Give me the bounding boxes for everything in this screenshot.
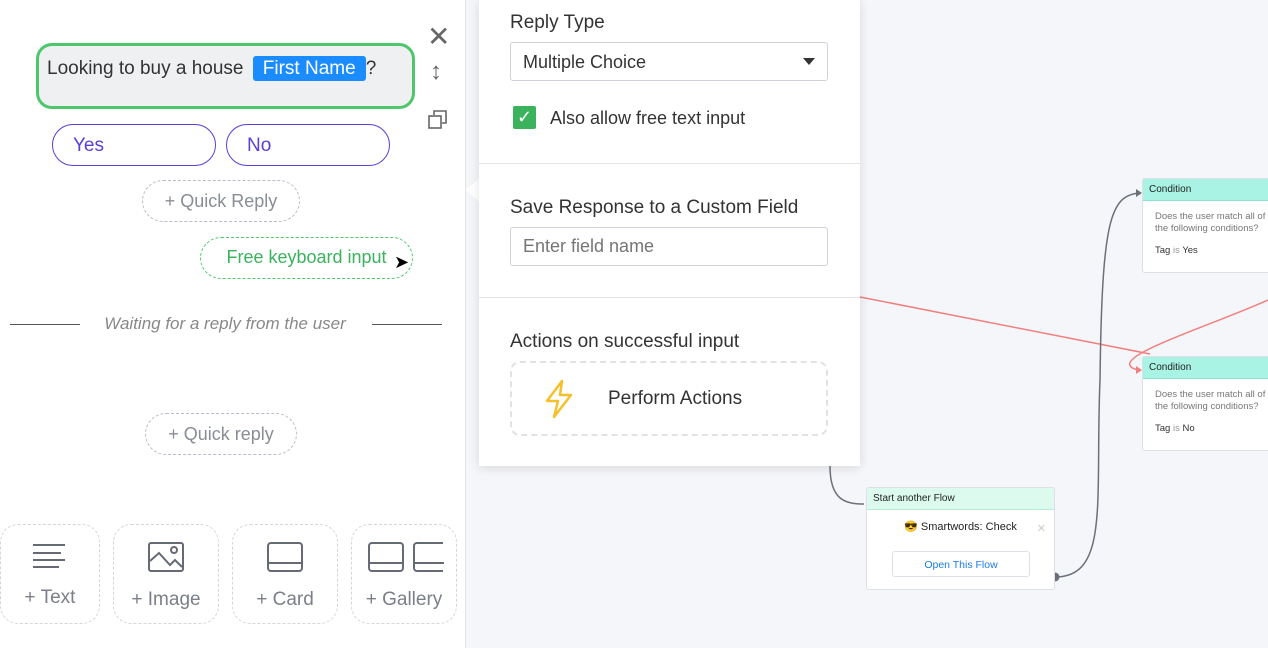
add-quick-reply-button[interactable]: + Quick Reply (142, 180, 300, 222)
arrow-icon (1136, 189, 1142, 197)
tile-label: + Gallery (365, 589, 443, 610)
move-icon[interactable]: ↕ (430, 58, 442, 85)
actions-label: Actions on successful input (510, 331, 740, 352)
message-editor: Looking to buy a house First Name? ✕ ↕ Y… (0, 0, 466, 648)
add-gallery-tile[interactable]: + Gallery (351, 524, 457, 624)
lightning-icon (545, 379, 573, 419)
divider (10, 324, 80, 325)
close-icon[interactable]: ✕ (427, 21, 451, 52)
connector-line (829, 465, 865, 505)
save-response-label: Save Response to a Custom Field (510, 197, 799, 218)
perform-actions-button[interactable]: Perform Actions (510, 361, 828, 436)
tile-label: + Text (24, 587, 76, 608)
custom-field-input[interactable] (510, 227, 828, 266)
arrow-icon (1136, 366, 1142, 374)
add-image-tile[interactable]: + Image (113, 524, 219, 624)
rule-key: Tag (1155, 423, 1171, 434)
waiting-text: Waiting for a reply from the user (104, 314, 346, 333)
card-icon (267, 542, 303, 572)
connector-line (1054, 192, 1141, 578)
reply-type-label: Reply Type (510, 12, 605, 33)
rule-key: Tag (1155, 245, 1171, 256)
first-name-tag[interactable]: First Name (252, 56, 366, 81)
start-flow-node[interactable]: Start another Flow 😎 Smartwords: Check ✕… (866, 487, 1055, 590)
flow-name: 😎 Smartwords: Check (904, 521, 1017, 533)
add-card-tile[interactable]: + Card (232, 524, 338, 624)
free-text-label: Also allow free text input (550, 108, 746, 128)
add-text-tile[interactable]: + Text (0, 524, 100, 624)
message-text: Looking to buy a house (47, 58, 244, 79)
divider (372, 324, 442, 325)
condition-question: Does the user match all of the following… (1155, 389, 1266, 412)
quick-reply-yes[interactable]: Yes (52, 124, 216, 166)
gallery-icon (368, 542, 444, 572)
condition-question: Does the user match all of the following… (1155, 211, 1266, 234)
rule-value: No (1182, 423, 1195, 434)
connector-line (859, 296, 1151, 355)
chevron-down-icon (803, 58, 815, 65)
quick-reply-no[interactable]: No (226, 124, 390, 166)
close-icon[interactable]: ✕ (1036, 523, 1046, 535)
rule-op: is (1172, 245, 1180, 256)
image-icon (148, 542, 184, 572)
rule-value: Yes (1182, 245, 1198, 256)
open-flow-button[interactable]: Open This Flow (892, 551, 1030, 577)
divider (479, 163, 860, 164)
text-icon (33, 544, 65, 568)
tile-label: + Image (131, 589, 201, 610)
node-title: Condition (1143, 179, 1268, 201)
reply-settings-panel: Reply Type Multiple Choice ✓ Also allow … (479, 0, 860, 466)
add-quick-reply-button-2[interactable]: + Quick reply (145, 413, 297, 455)
condition-node-yes[interactable]: Condition Does the user match all of the… (1142, 178, 1268, 273)
reply-type-value: Multiple Choice (523, 52, 647, 72)
duplicate-icon[interactable] (428, 110, 448, 130)
cursor-icon: ➤ (394, 252, 410, 272)
free-keyboard-input-button[interactable]: Free keyboard input (200, 237, 413, 279)
node-title: Start another Flow (867, 488, 1054, 510)
condition-node-no[interactable]: Condition Does the user match all of the… (1142, 356, 1268, 451)
node-title: Condition (1143, 357, 1268, 379)
tile-label: + Card (256, 589, 314, 610)
reply-type-select[interactable]: Multiple Choice (510, 42, 828, 81)
message-bubble[interactable]: Looking to buy a house First Name? (36, 43, 415, 109)
panel-pointer (466, 178, 479, 202)
divider (479, 297, 860, 298)
message-suffix: ? (365, 58, 377, 79)
free-text-checkbox[interactable]: ✓ (513, 106, 536, 129)
rule-op: is (1172, 423, 1180, 434)
connector-line (1129, 299, 1268, 371)
perform-actions-label: Perform Actions (608, 388, 743, 409)
